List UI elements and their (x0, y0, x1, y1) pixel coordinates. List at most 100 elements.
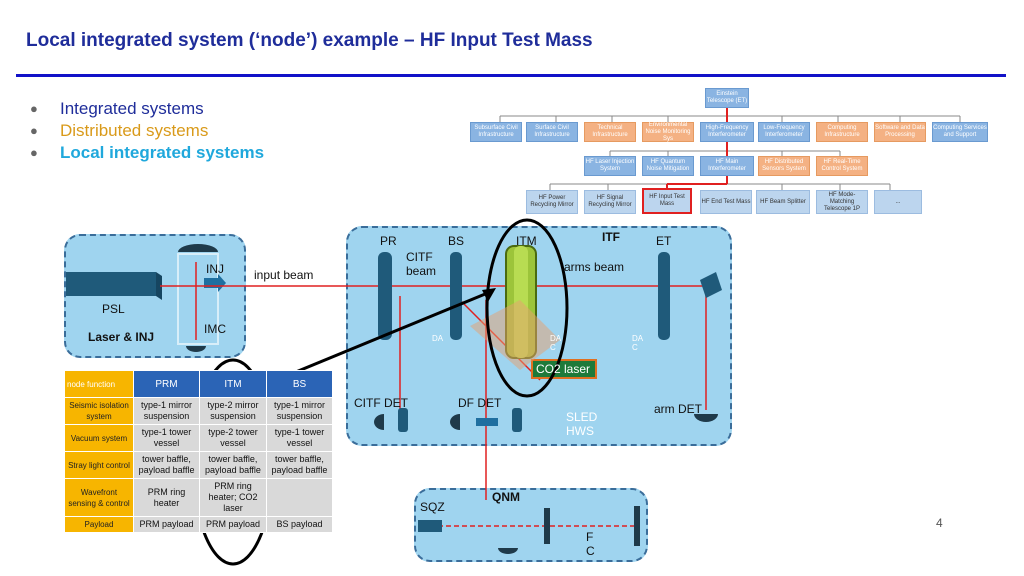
label-fc: F C (586, 530, 595, 558)
table-cell: type-1 tower vessel (265, 424, 334, 452)
row-header: Stray light control (64, 451, 134, 479)
org-l3-item: HF End Test Mass (700, 190, 752, 214)
bullet-dot-icon: ● (30, 123, 38, 138)
table-cell: type-2 tower vessel (199, 424, 267, 452)
inj-arrow-icon (204, 278, 218, 288)
table-cell: type-2 mirror suspension (199, 397, 267, 425)
org-l2-item: HF Main Interferometer (700, 156, 754, 176)
row-header: Payload (64, 516, 134, 533)
label-arms-beam: arms beam (564, 260, 625, 274)
inj-dome-icon (178, 244, 218, 252)
sqz-icon (418, 520, 442, 532)
co2-laser-icon (531, 359, 597, 379)
bullet-local: Local integrated systems (60, 143, 265, 162)
arm-det-icon (694, 414, 718, 422)
column-header: PRM (132, 370, 201, 398)
org-l1-item: Low-Frequency Interferometer (758, 122, 810, 142)
table-cell: PRM ring heater (132, 478, 201, 517)
table-row: Payload PRM payload PRM payload BS paylo… (64, 516, 334, 533)
column-header: BS (265, 370, 334, 398)
org-root: Einstein Telescope (ET) (705, 88, 749, 108)
inj-vessel-icon (177, 253, 219, 345)
label-citf-det: CITF DET (354, 396, 408, 410)
table-row: Seismic isolation system type-1 mirror s… (64, 397, 334, 425)
bullet-integrated: Integrated systems (60, 99, 204, 118)
bullet-list: ●Integrated systems ●Distributed systems… (30, 98, 264, 164)
table-header-row: node function PRM ITM BS (64, 370, 334, 398)
label-dac: DA C (550, 334, 561, 352)
et-mirror-icon (658, 252, 670, 340)
table-cell: PRM payload (132, 516, 201, 533)
table-cell: tower baffle, payload baffle (265, 451, 334, 479)
page-number: 4 (936, 516, 943, 530)
org-l1-item: High-Frequency Interferometer (700, 122, 754, 142)
label-co2-laser: CO2 laser (536, 362, 591, 376)
qnm-mirror-icon (544, 508, 550, 544)
itm-highlight-ellipse (485, 218, 569, 398)
table-row: Vacuum system type-1 tower vessel type-2… (64, 424, 334, 452)
label-imc: IMC (204, 322, 226, 336)
label-bs: BS (448, 234, 465, 248)
table-cell: type-1 tower vessel (132, 424, 201, 452)
org-l2-item: HF Distributed Sensors System (758, 156, 810, 176)
org-l3-item: HF Mode-Matching Telescope 1P (816, 190, 868, 214)
label-sqz: SQZ (420, 500, 445, 514)
org-chart: Einstein Telescope (ET) Subsurface Civil… (460, 84, 1000, 219)
label-et: ET (656, 234, 672, 248)
table-row: Stray light control tower baffle, payloa… (64, 451, 334, 479)
org-l2-item: HF Laser Injection System (584, 156, 636, 176)
laser-beams (160, 262, 707, 500)
bullet-item: ● Local integrated systems (30, 142, 264, 164)
table-cell (265, 478, 334, 517)
org-l2-item: HF Real-Time Control System (816, 156, 868, 176)
column-header: ITM (199, 370, 267, 398)
org-l1-item: Software and Data Processing (874, 122, 926, 142)
label-dac: DA (432, 334, 444, 343)
title-rule (16, 74, 1006, 77)
page-title: Local integrated system (‘node’) example… (26, 30, 593, 51)
pr-mirror-icon (378, 252, 392, 340)
org-l3-item: HF Power Recycling Mirror (526, 190, 578, 214)
psl-laser-icon (66, 272, 156, 296)
bullet-item: ● Integrated systems (30, 98, 264, 120)
org-l1-item: Technical Infrastructure (584, 122, 636, 142)
org-l1-item: Computing Infrastructure (816, 122, 868, 142)
row-header: Vacuum system (64, 424, 134, 452)
label-qnm: QNM (492, 490, 520, 504)
table-cell: type-1 mirror suspension (132, 397, 201, 425)
org-l1-item: Computing Services and Support (932, 122, 988, 142)
org-l3-item-highlighted: HF Input Test Mass (642, 188, 692, 214)
table-cell: tower baffle, payload baffle (132, 451, 201, 479)
label-laser-inj: Laser & INJ (88, 330, 155, 344)
label-itf: ITF (602, 230, 620, 244)
label-itm: ITM (516, 234, 537, 248)
arm-mirror-icon (700, 272, 722, 298)
table-cell: BS payload (265, 516, 334, 533)
table-cell: PRM ring heater; CO2 laser (199, 478, 267, 517)
table-cell: type-1 mirror suspension (265, 397, 334, 425)
row-header: Seismic isolation system (64, 397, 134, 425)
imc-detector-icon (186, 346, 206, 352)
label-df-det: DF DET (458, 396, 502, 410)
label-sled-hws: SLED HWS (566, 410, 598, 438)
node-function-table: node function PRM ITM BS Seismic isolati… (64, 370, 334, 533)
label-input-beam: input beam (254, 268, 314, 282)
label-pr: PR (380, 234, 397, 248)
label-arm-det: arm DET (654, 402, 702, 416)
bullet-dot-icon: ● (30, 101, 38, 116)
org-l1-item: Subsurface Civil Infrastructure (470, 122, 522, 142)
qnm-end-mirror-icon (634, 506, 640, 546)
table-cell: PRM payload (199, 516, 267, 533)
table-corner: node function (64, 370, 134, 398)
label-dac: DA C (632, 334, 643, 352)
label-psl: PSL (102, 302, 125, 316)
table-row: Wavefront sensing & control PRM ring hea… (64, 478, 334, 517)
bullet-dot-icon: ● (30, 145, 38, 160)
qnm-panel (414, 488, 648, 562)
table-cell: tower baffle, payload baffle (199, 451, 267, 479)
org-l3-item: ... (874, 190, 922, 214)
bs-mirror-icon (450, 252, 462, 340)
label-inj: INJ (206, 262, 224, 276)
df-det-icon (450, 414, 460, 430)
